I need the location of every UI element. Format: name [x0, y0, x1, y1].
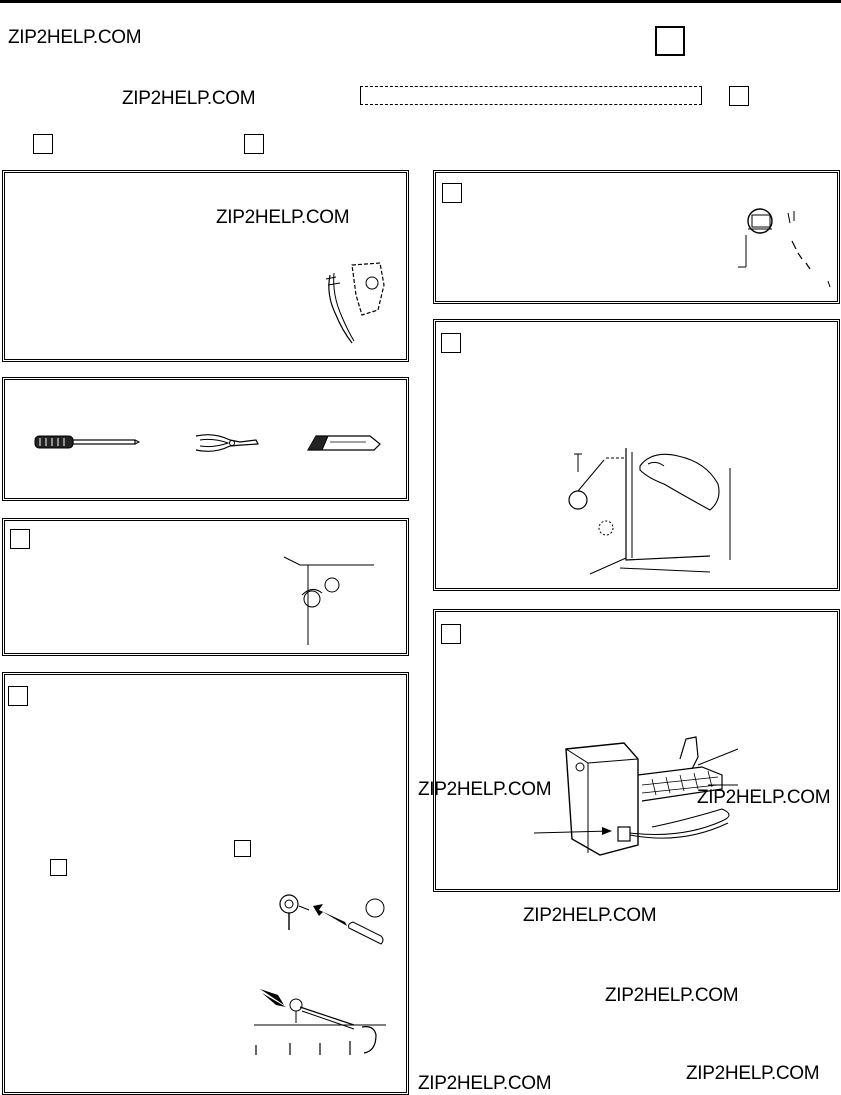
checkbox-left[interactable]: [33, 134, 53, 154]
cabinet-bracket-illustration: [283, 556, 374, 645]
checkbox-inline-1[interactable]: [234, 840, 251, 857]
freezer-cover-illustration: [568, 448, 731, 575]
dashed-entry-field[interactable]: [360, 86, 702, 105]
panel-step-icemaker: [433, 609, 840, 892]
watermark-body-1: ZIP2HELP.COM: [418, 779, 552, 800]
checkbox-inline-2[interactable]: [50, 859, 67, 876]
water-inlet-illustration: [738, 208, 831, 288]
watermark-body-2: ZIP2HELP.COM: [697, 787, 831, 808]
watermark-body-4: ZIP2HELP.COM: [605, 985, 739, 1006]
panel-step-shutoff: [2, 518, 409, 656]
watermark-body-6: ZIP2HELP.COM: [418, 1073, 552, 1094]
plug-removal-illustration: [279, 894, 385, 945]
checkbox-middle[interactable]: [244, 134, 264, 154]
header-checkbox-right[interactable]: [729, 86, 749, 106]
watermark-body-5: ZIP2HELP.COM: [686, 1063, 820, 1084]
panel-step-remove-cover: [433, 319, 840, 591]
pliers-icon: [195, 434, 259, 452]
shutoff-valve-illustration: [325, 262, 385, 344]
watermark-body-3: ZIP2HELP.COM: [523, 905, 657, 926]
header-checkbox-large[interactable]: [655, 26, 685, 56]
panel-intro: [2, 170, 409, 362]
panel-tools: [2, 377, 409, 501]
watermark-header-center: ZIP2HELP.COM: [122, 88, 256, 109]
tray-clip-illustration: [254, 989, 386, 1055]
watermark-panel-intro: ZIP2HELP.COM: [216, 207, 350, 228]
checkbox-panel-icemaker[interactable]: [441, 624, 461, 644]
checkbox-panel-access[interactable]: [442, 183, 462, 203]
panel-step-install: [2, 672, 409, 1095]
panel-step-access: [433, 170, 840, 304]
icemaker-illustration: [533, 736, 739, 856]
watermark-header-left: ZIP2HELP.COM: [8, 27, 142, 48]
top-rule: [0, 0, 841, 3]
utility-knife-icon: [306, 435, 381, 451]
checkbox-panel-cover[interactable]: [441, 333, 461, 353]
checkbox-panel-shutoff[interactable]: [10, 529, 30, 549]
screwdriver-icon: [34, 435, 141, 449]
checkbox-panel-install[interactable]: [8, 686, 28, 706]
